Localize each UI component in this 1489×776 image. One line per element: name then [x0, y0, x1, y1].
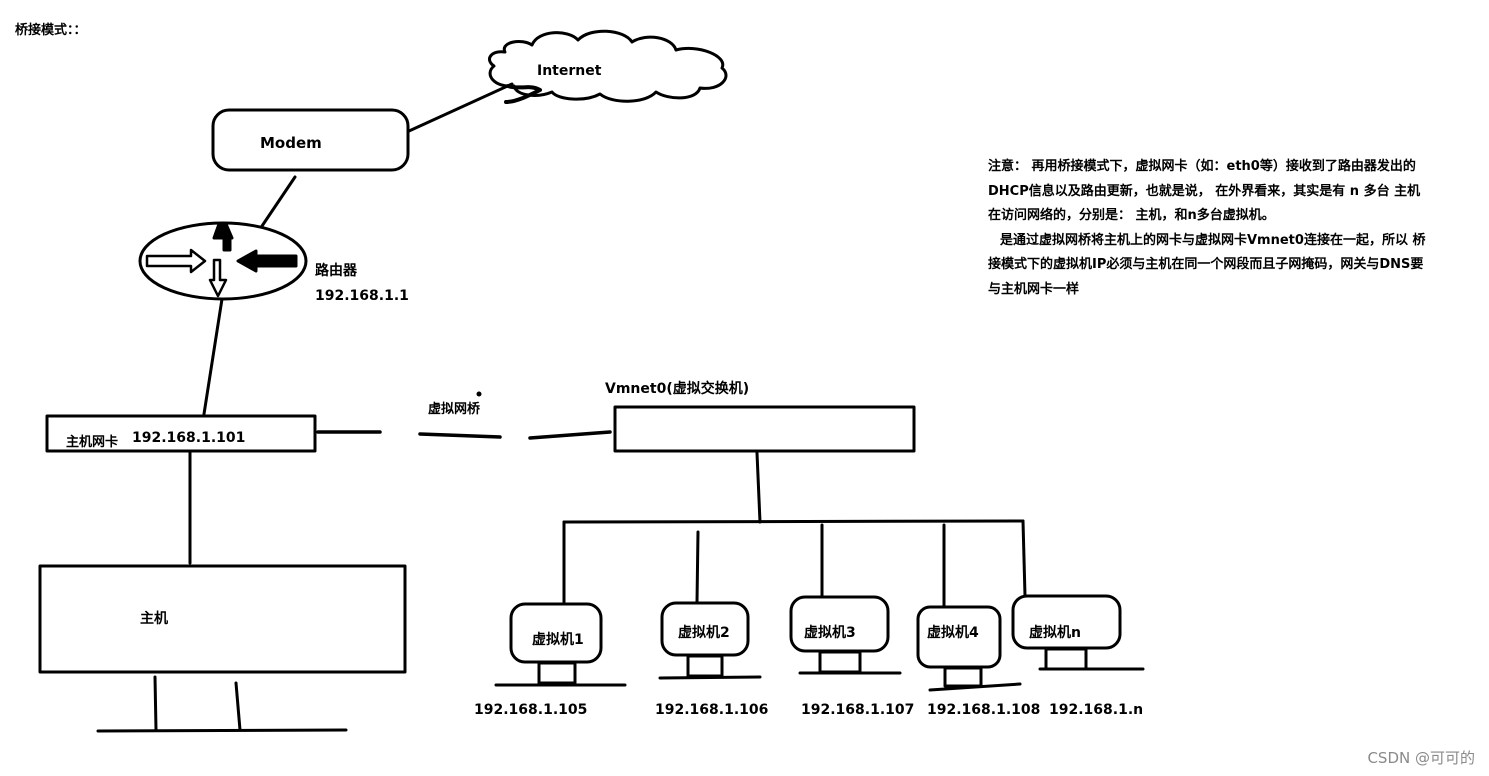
vm-name-label: 虚拟机1	[532, 632, 584, 648]
note-paragraph-2: 是通过虚拟网桥将主机上的网卡与虚拟网卡Vmnet0连接在一起，所以 桥接模式下的…	[988, 232, 1426, 297]
vm-ip-label: 192.168.1.107	[801, 702, 915, 718]
link-switch-bus	[755, 451, 762, 524]
vm-ip-label: 192.168.1.n	[1049, 702, 1144, 718]
vm3-icon	[789, 595, 902, 675]
cloud-tail	[504, 84, 542, 104]
vmn-icon	[1011, 594, 1145, 671]
bridge-dot	[476, 391, 482, 397]
internet-cloud	[488, 29, 728, 103]
router-ip-label: 192.168.1.1	[315, 288, 409, 304]
switch-bus	[562, 519, 1025, 524]
vm-name-label: 虚拟机4	[927, 625, 979, 641]
host-nic-ip-label: 192.168.1.101	[132, 430, 246, 446]
note-text: 注意： 再用桥接模式下，虚拟网卡（如：eth0等）接收到了路由器发出的DHCP信…	[988, 155, 1428, 302]
host-box	[38, 564, 407, 674]
vm-ip-label: 192.168.1.105	[474, 702, 588, 718]
virtual-bridge-label: 虚拟网桥	[428, 402, 481, 417]
link-internet-modem	[407, 82, 514, 133]
host-nic-label: 主机网卡	[66, 435, 119, 450]
modem-label: Modem	[260, 134, 322, 152]
watermark: CSDN @可可的	[1367, 749, 1475, 767]
note-paragraph-1: 注意： 再用桥接模式下，虚拟网卡（如：eth0等）接收到了路由器发出的DHCP信…	[988, 159, 1421, 223]
router-icon	[138, 221, 308, 301]
vm1-icon	[494, 602, 627, 687]
vm2-icon	[658, 601, 762, 680]
vm-name-label: 虚拟机n	[1029, 625, 1081, 641]
vm-name-label: 虚拟机3	[804, 625, 856, 641]
vm4-icon	[916, 605, 1022, 692]
bus-drops	[562, 519, 1027, 608]
link-router-nic	[202, 297, 224, 416]
host-nic-box	[45, 414, 317, 453]
vmnet0-label: Vmnet0(虚拟交换机)	[605, 381, 750, 397]
router-name-label: 路由器	[315, 263, 357, 279]
vm-name-label: 虚拟机2	[678, 625, 730, 641]
link-modem-router	[260, 175, 297, 228]
host-stand	[96, 675, 348, 733]
diagram-title: 桥接模式：：	[15, 23, 87, 38]
vm-ip-label: 192.168.1.106	[655, 702, 769, 718]
vm-ip-label: 192.168.1.108	[927, 702, 1041, 718]
modem-box	[211, 108, 410, 172]
host-label: 主机	[140, 611, 168, 627]
vmnet0-box	[613, 405, 916, 453]
internet-label: Internet	[537, 63, 602, 79]
virtual-bridge-link	[316, 430, 612, 440]
